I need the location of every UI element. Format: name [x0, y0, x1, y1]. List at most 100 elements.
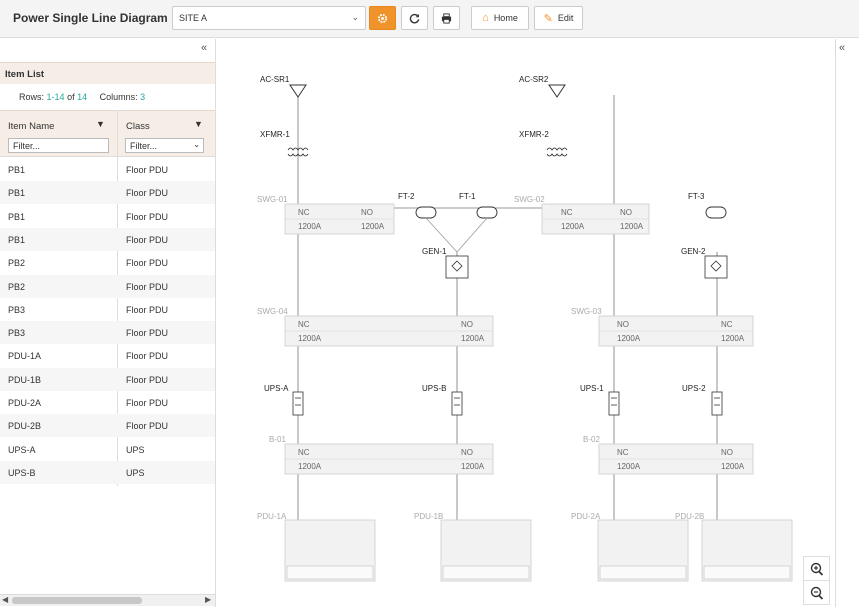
panel-rating-label: 1200A: [721, 334, 745, 343]
scroll-left-icon[interactable]: ◀: [2, 595, 9, 604]
item-name-cell: PB1: [8, 188, 26, 199]
class-cell: Floor PDU: [126, 234, 169, 245]
panel-state-label: NC: [298, 448, 310, 457]
panel-label: B-01: [269, 435, 286, 444]
edit-button[interactable]: ✎ Edit: [534, 6, 583, 30]
horizontal-scrollbar[interactable]: ◀ ▶: [0, 594, 215, 606]
generator-icon: [451, 260, 463, 272]
item-name-cell: PB1: [8, 165, 26, 175]
rows-info: Rows: 1-14 of 14 Columns: 3: [19, 92, 145, 102]
column-header-class[interactable]: Class: [126, 121, 150, 132]
feeder-icon: [415, 206, 437, 219]
scroll-right-icon[interactable]: ▶: [205, 595, 212, 604]
zoom-in-button[interactable]: [803, 556, 830, 581]
refresh-button[interactable]: [401, 6, 428, 30]
panel-state-label: NC: [298, 320, 310, 329]
table-row[interactable]: PB1 Floor PDU: [0, 227, 215, 251]
table-row[interactable]: PB1 Floor PDU: [0, 181, 215, 205]
item-name-cell: PB1: [8, 211, 26, 222]
panel-state-label: NC: [561, 208, 573, 217]
transformer-label: XFMR-2: [519, 130, 549, 139]
class-cell: Floor PDU: [126, 398, 169, 408]
column-header-item-name[interactable]: Item Name: [8, 121, 55, 132]
item-name-cell: UPS-A: [8, 444, 36, 455]
home-button[interactable]: ⌂ Home: [471, 6, 529, 30]
home-icon: ⌂: [482, 12, 489, 24]
ups-label: UPS-1: [580, 384, 604, 393]
panel-rating-label: 1200A: [298, 334, 322, 343]
printer-icon: [441, 12, 452, 24]
class-cell: Floor PDU: [126, 304, 169, 315]
panel-rating-label: 1200A: [561, 222, 585, 231]
class-filter[interactable]: Filter... ⌄: [125, 138, 204, 153]
ups-icon: [451, 391, 463, 416]
chevron-down-icon: ⌄: [193, 140, 200, 149]
home-button-label: Home: [493, 13, 518, 23]
app-title: Power Single Line Diagram: [13, 11, 168, 25]
site-select-value: SITE A: [179, 13, 208, 23]
edit-button-label: Edit: [557, 13, 574, 23]
scrollbar-thumb[interactable]: [12, 597, 142, 604]
source-icon: [548, 84, 566, 98]
panel-state-label: NO: [620, 208, 632, 217]
feeder-link-1: [425, 217, 458, 253]
class-cell: UPS: [126, 444, 145, 455]
right-panel-strip: [835, 39, 859, 607]
generator-box: [704, 255, 728, 279]
class-cell: Floor PDU: [126, 211, 169, 222]
class-cell: Floor PDU: [126, 188, 169, 199]
source-label: AC-SR1: [260, 75, 290, 84]
item-name-cell: UPS-B: [8, 467, 36, 478]
ups-icon: [608, 391, 620, 416]
ups-label: UPS-A: [264, 384, 289, 393]
source-label: AC-SR2: [519, 75, 549, 84]
generator-label: GEN-1: [422, 247, 447, 256]
panel-rating-label: 1200A: [617, 462, 641, 471]
feeder-label: FT-2: [398, 192, 415, 201]
item-name-cell: PDU-1B: [8, 374, 42, 385]
class-cell: Floor PDU: [126, 421, 169, 432]
class-cell: Floor PDU: [126, 351, 169, 362]
transformer-icon: [287, 147, 309, 157]
print-button[interactable]: [433, 6, 460, 30]
class-cell: Floor PDU: [126, 258, 169, 269]
collapse-right-icon[interactable]: «: [839, 42, 846, 54]
item-name-cell: PB2: [8, 281, 26, 292]
panel-rating-label: 1200A: [620, 222, 644, 231]
zoom-out-button[interactable]: [803, 580, 830, 605]
item-name-cell: PB1: [8, 234, 26, 245]
source-icon: [289, 84, 307, 98]
rows-range: 1-14: [46, 92, 65, 102]
item-name-filter[interactable]: Filter...: [8, 138, 109, 153]
panel-state-label: NC: [298, 208, 310, 217]
chevron-down-icon[interactable]: ▼: [194, 119, 203, 129]
panel-state-label: NO: [461, 320, 473, 329]
ups-icon: [292, 391, 304, 416]
panel-rating-label: 1200A: [617, 334, 641, 343]
pdu-label: PDU-2B: [675, 512, 704, 521]
class-filter-value: Filter...: [130, 141, 158, 151]
refresh-icon: [409, 13, 420, 23]
site-select[interactable]: SITE A ⌄: [172, 6, 366, 30]
settings-button[interactable]: [369, 6, 396, 30]
feeder-icon: [705, 206, 727, 219]
table-row[interactable]: UPS-A UPS: [0, 438, 215, 461]
feeder-label: FT-3: [688, 192, 705, 201]
ups-label: UPS-B: [422, 384, 446, 393]
table-row[interactable]: PB1 Floor PDU: [0, 205, 215, 228]
panel-rating-label: 1200A: [298, 462, 322, 471]
chevron-down-icon: ⌄: [351, 12, 359, 22]
panel-label: SWG-01: [257, 195, 288, 204]
chevron-down-icon[interactable]: ▼: [96, 119, 105, 129]
collapse-left-icon[interactable]: «: [201, 42, 208, 54]
